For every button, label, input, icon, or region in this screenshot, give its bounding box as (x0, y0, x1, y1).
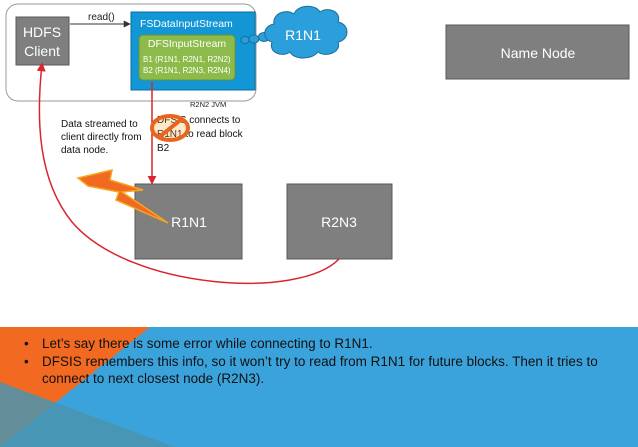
read-label: read() (88, 12, 115, 23)
bullet-item: • DFSIS remembers this info, so it won’t… (24, 353, 634, 387)
block-b1-locations: B1 (R1N1, R2N1, R2N2) (143, 55, 231, 64)
r2n1-jvm-label: R2N2 JVM (190, 100, 226, 109)
bullet-item: • Let’s say there is some error while co… (24, 335, 634, 352)
data-stream-arrow (36, 62, 340, 285)
connect-text-line1: DFSIS connects to (157, 115, 241, 126)
fsdatainputstream-box: FSDataInputStream DFSInputStream B1 (R1N… (130, 11, 256, 91)
bullet-text-2: DFSIS remembers this info, so it won’t t… (42, 354, 598, 386)
prohibited-icon (150, 114, 190, 142)
r2n3-node-label: R2N3 (321, 214, 357, 230)
name-node-box: Name Node (445, 24, 630, 80)
hdfs-client-label-line2: Client (24, 43, 60, 59)
cloud-label: R1N1 (285, 27, 321, 43)
r2n3-node-box: R2N3 (286, 183, 393, 260)
block-b2-locations: B2 (R1N1, R2N3, R2N4) (143, 66, 231, 75)
name-node-label: Name Node (501, 45, 576, 61)
fsdatainputstream-title: FSDataInputStream (140, 18, 233, 30)
connect-text-line2: R1N1 to read block (157, 129, 244, 140)
bullet-dot-icon: • (24, 354, 29, 369)
lightning-icon (76, 169, 169, 224)
r1n1-node-label: R1N1 (171, 214, 207, 230)
stream-text-line2: client directly from (61, 132, 142, 143)
bullet-list: • Let’s say there is some error while co… (24, 335, 634, 388)
r1n1-cloud: R1N1 (264, 5, 348, 59)
bullet-text-1: Let’s say there is some error while conn… (42, 336, 373, 351)
dfsinputstream-title: DFSInputStream (148, 38, 226, 50)
bottom-band (0, 327, 638, 447)
bullet-dot-icon: • (24, 336, 29, 351)
dfsinputstream-box (138, 34, 236, 81)
stream-text-line3: data node. (61, 145, 108, 156)
hdfs-client-box: HDFS Client (15, 16, 70, 66)
hdfs-client-label-line1: HDFS (23, 24, 61, 40)
connect-text-line3: B2 (157, 143, 170, 154)
r1n1-node-box: R1N1 (134, 183, 243, 260)
stream-text-line1: Data streamed to (61, 119, 138, 130)
